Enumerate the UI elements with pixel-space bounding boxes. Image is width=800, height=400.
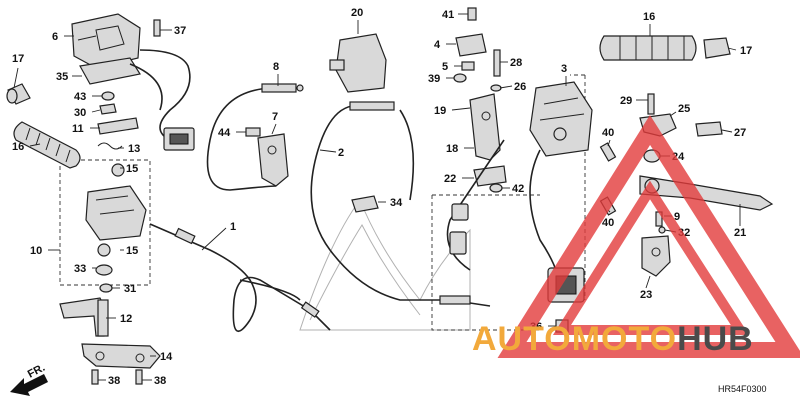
callout-label: 39 bbox=[428, 73, 440, 85]
callout-label: 17 bbox=[12, 53, 24, 65]
callout-label: 3 bbox=[561, 63, 567, 75]
part-29-bolt bbox=[647, 93, 655, 115]
part-2-brake-cable bbox=[310, 101, 491, 307]
callout-label: 21 bbox=[734, 227, 746, 239]
callout-label: 27 bbox=[734, 127, 746, 139]
part-27-cover bbox=[695, 121, 723, 137]
part-10-throttle-housing bbox=[85, 163, 147, 276]
callout-label: 15 bbox=[126, 163, 138, 175]
part-39-washer bbox=[453, 73, 467, 83]
callout-label: 16 bbox=[643, 11, 655, 23]
part-7-bracket bbox=[257, 133, 289, 187]
part-5-nut bbox=[461, 61, 475, 71]
part-16-grip-left bbox=[13, 121, 81, 169]
callout-label: 40 bbox=[602, 217, 614, 229]
callout-label: 12 bbox=[120, 313, 132, 325]
part-17-grip-end-left bbox=[6, 83, 31, 105]
callout-label: 43 bbox=[74, 91, 86, 103]
subassembly-box-center bbox=[431, 194, 540, 331]
callout-label: 44 bbox=[218, 127, 231, 139]
leader-lines bbox=[13, 13, 741, 381]
part-38-screws bbox=[91, 369, 143, 385]
part-26-clip bbox=[490, 84, 502, 92]
part-4-relay bbox=[455, 33, 487, 57]
callout-label: 18 bbox=[446, 143, 458, 155]
callout-label: 31 bbox=[124, 283, 136, 295]
watermark-word-a: AUTOMOTO bbox=[472, 320, 677, 358]
callout-label: 19 bbox=[434, 105, 446, 117]
part-28-bolt bbox=[493, 49, 501, 77]
part-6-switch-housing bbox=[71, 13, 141, 69]
callout-label: 15 bbox=[126, 245, 138, 257]
callout-label: 33 bbox=[74, 263, 86, 275]
callout-label: 7 bbox=[272, 111, 278, 123]
callout-label: 4 bbox=[434, 39, 441, 51]
callout-label: 30 bbox=[74, 107, 86, 119]
part-8-cable bbox=[206, 83, 304, 191]
part-43-nut bbox=[101, 91, 115, 101]
part-19-18-switch-bracket bbox=[469, 93, 501, 161]
harness-left bbox=[139, 49, 191, 141]
part-1-throttle-cable bbox=[149, 223, 331, 332]
diagram-code: HR54F0300 bbox=[718, 384, 767, 394]
callout-label: 22 bbox=[444, 173, 456, 185]
callout-label: 2 bbox=[338, 147, 344, 159]
harness-left-2 bbox=[129, 63, 163, 111]
callout-label: 29 bbox=[620, 95, 632, 107]
part-30-clip bbox=[99, 103, 117, 115]
part-23-lower-bracket bbox=[641, 235, 671, 277]
callout-label: 23 bbox=[640, 289, 652, 301]
callout-label: 1 bbox=[230, 221, 236, 233]
background-brand-logo bbox=[299, 198, 471, 331]
callout-label: 38 bbox=[108, 375, 120, 387]
part-41-screw bbox=[467, 7, 477, 21]
part-12-throttle-lever bbox=[59, 297, 109, 337]
callout-label: 13 bbox=[128, 143, 140, 155]
callout-label: 40 bbox=[602, 127, 614, 139]
callout-label: 5 bbox=[442, 61, 448, 73]
callout-label: 37 bbox=[174, 25, 186, 37]
part-44-bolt bbox=[245, 127, 261, 137]
watermark-logo: AUTOMOTOHUB bbox=[472, 115, 800, 358]
callout-label: 38 bbox=[154, 375, 166, 387]
callout-label: 10 bbox=[30, 245, 42, 257]
part-40-bolt-a bbox=[599, 142, 617, 162]
part-20-cover bbox=[329, 33, 387, 93]
callout-label: 20 bbox=[351, 7, 363, 19]
callout-label: 35 bbox=[56, 71, 68, 83]
callout-labels: 1 2 3 4 5 6 7 8 9 10 11 12 13 14 15 15 1… bbox=[12, 7, 752, 387]
watermark-word-b: HUB bbox=[677, 320, 754, 358]
part-3-handlebar-switch bbox=[529, 81, 593, 157]
callout-label: 6 bbox=[52, 31, 58, 43]
part-17-grip-end-right bbox=[703, 37, 731, 59]
callout-label: 25 bbox=[678, 103, 690, 115]
callout-label: 28 bbox=[510, 57, 522, 69]
callout-label: 17 bbox=[740, 45, 752, 57]
part-34-clamp bbox=[351, 195, 379, 213]
part-42-nut bbox=[489, 183, 503, 193]
watermark-text: AUTOMOTOHUB bbox=[472, 320, 754, 358]
watermark-triangle-icon bbox=[497, 115, 800, 358]
connector-left bbox=[163, 127, 195, 151]
callout-label: 26 bbox=[514, 81, 526, 93]
part-35-plate bbox=[79, 57, 141, 85]
harness-center bbox=[446, 139, 505, 271]
callout-label: 42 bbox=[512, 183, 524, 195]
callout-label: 14 bbox=[160, 351, 173, 363]
part-14-lever-base bbox=[81, 343, 161, 369]
part-16-grip-right bbox=[599, 35, 697, 61]
callout-label: 11 bbox=[72, 123, 84, 135]
part-11-bracket bbox=[97, 117, 139, 135]
part-31-washer bbox=[99, 283, 113, 293]
callout-label: 16 bbox=[12, 141, 24, 153]
front-direction-arrow: FR. bbox=[10, 362, 48, 396]
callout-label: 8 bbox=[273, 61, 279, 73]
part-32-ball bbox=[658, 226, 666, 234]
callout-label: 9 bbox=[674, 211, 680, 223]
callout-label: 41 bbox=[442, 9, 454, 21]
connector-center bbox=[449, 203, 469, 255]
callout-label: 34 bbox=[390, 197, 403, 209]
